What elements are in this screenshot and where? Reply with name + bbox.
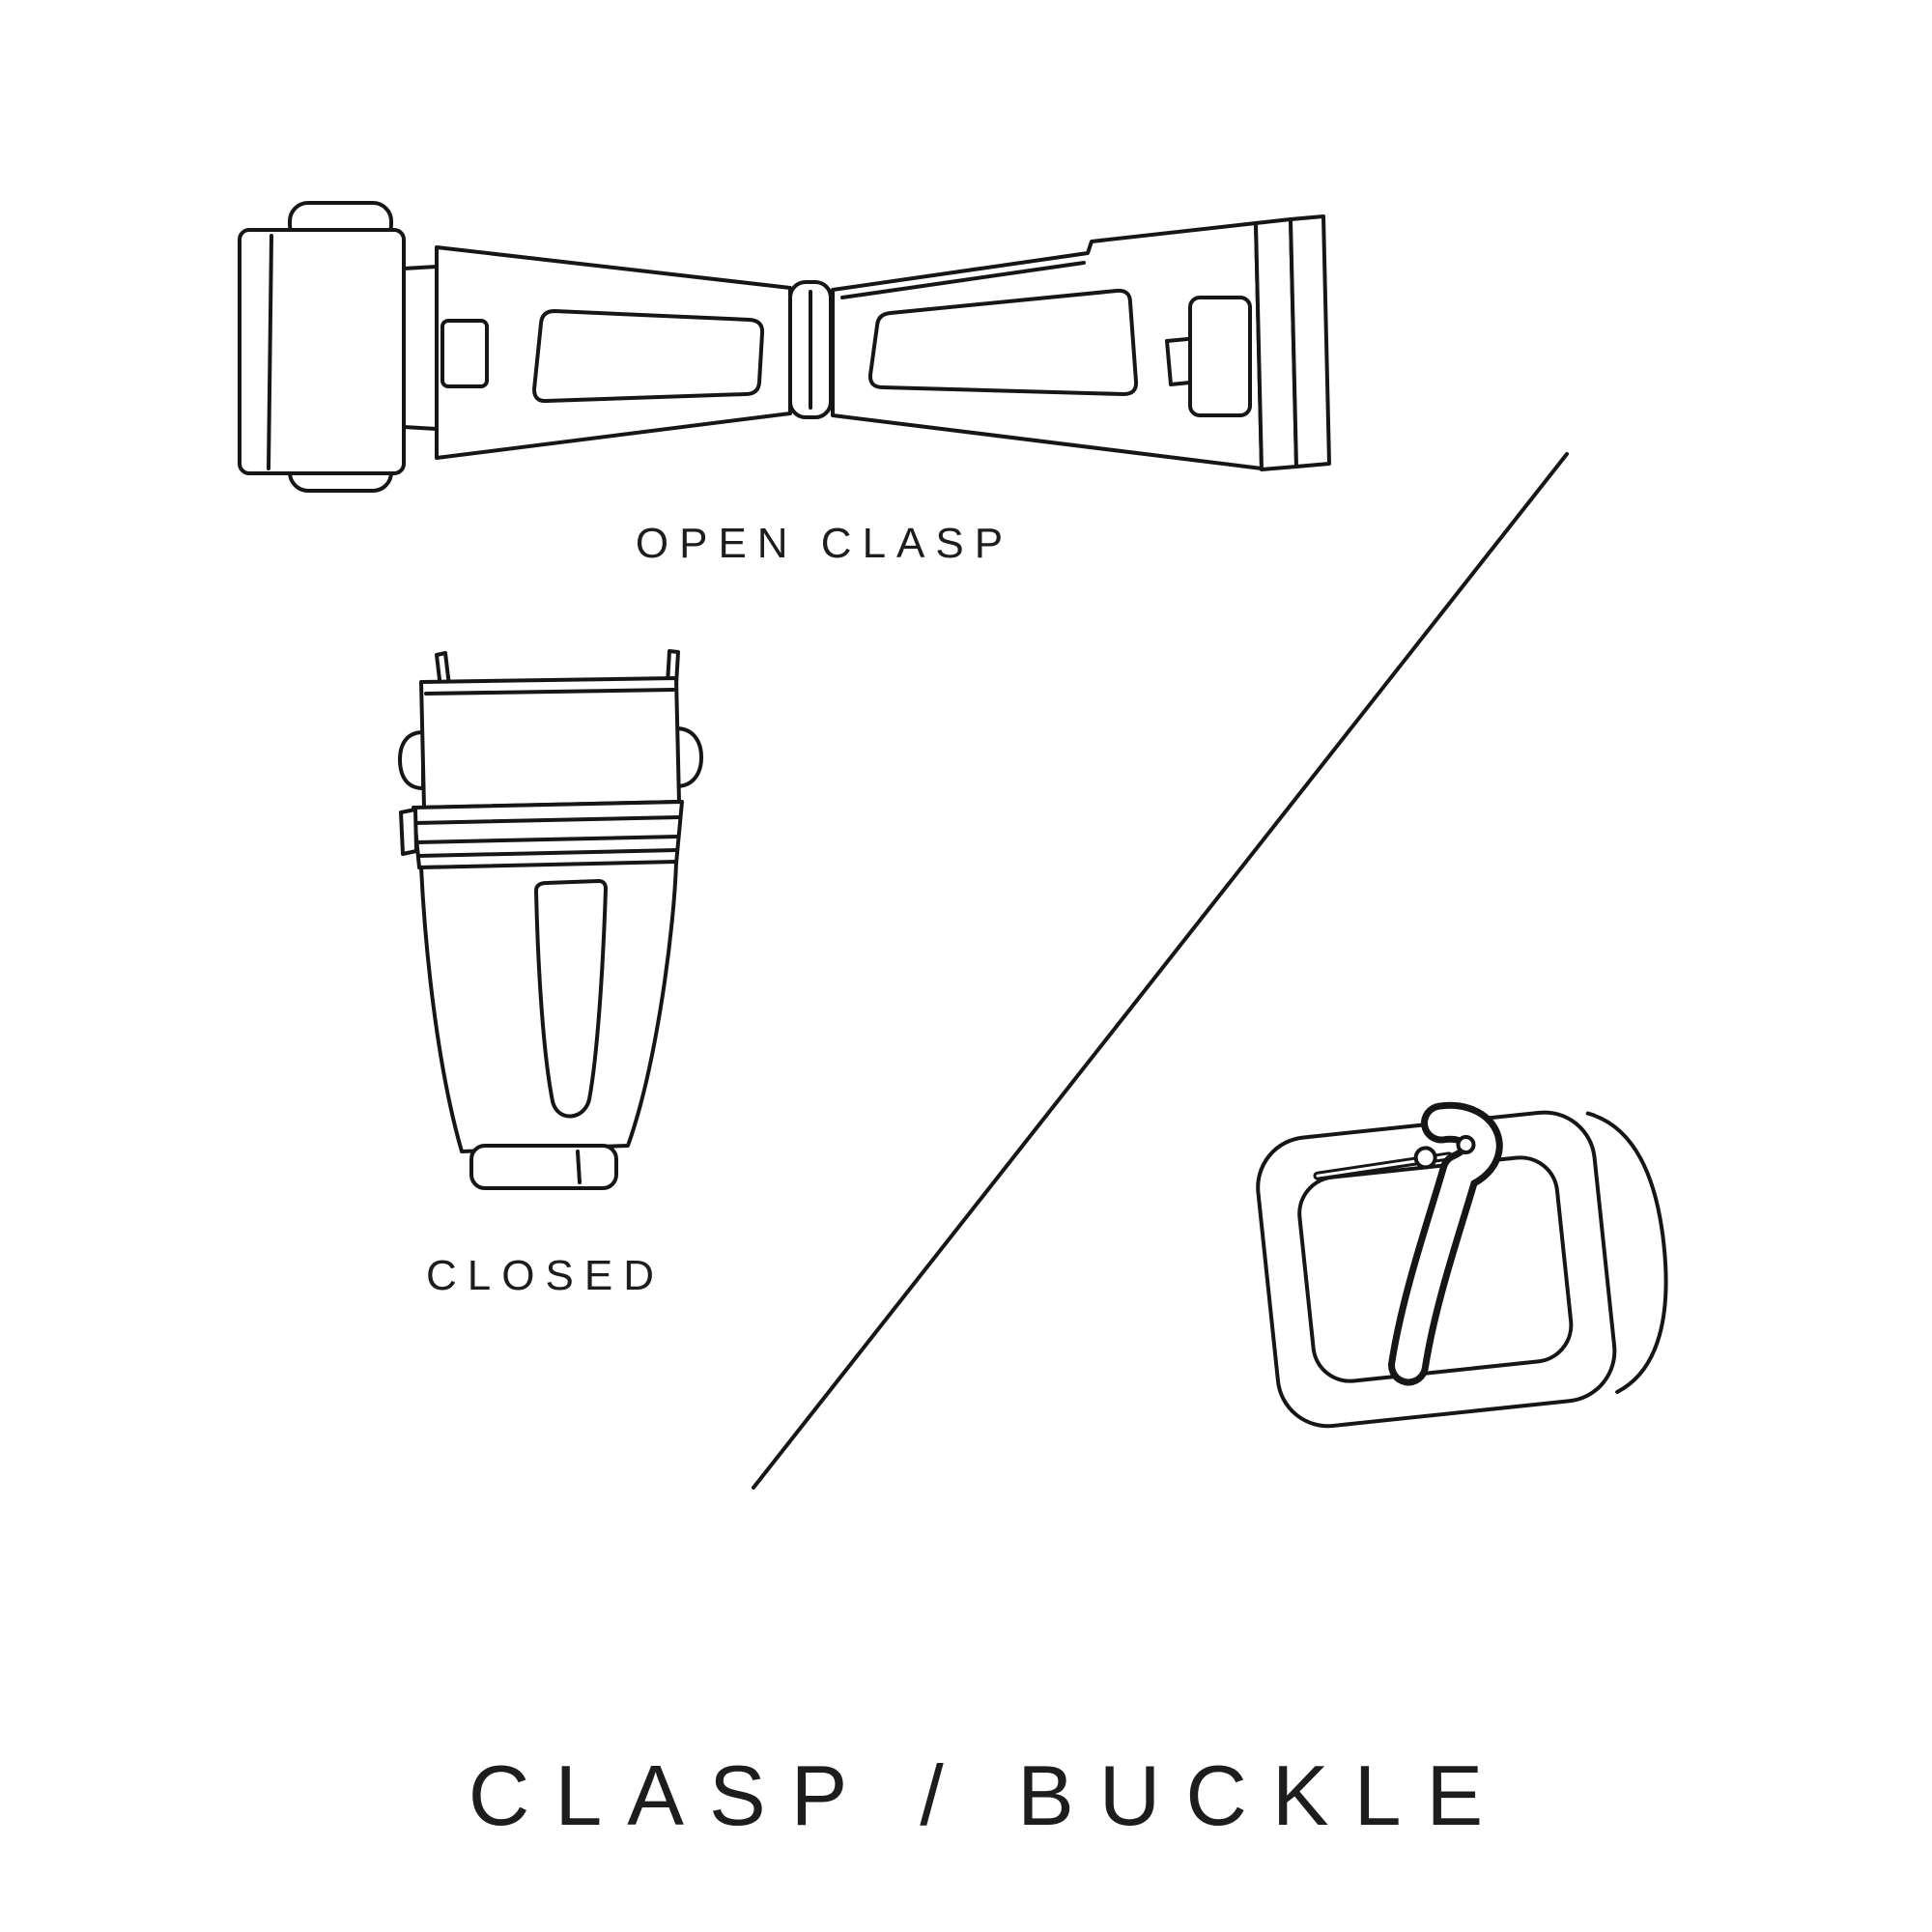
page-title: CLASP / BUCKLE — [468, 1747, 1509, 1843]
divider-line — [752, 452, 1569, 1490]
closed-clasp-illustration — [398, 649, 703, 1190]
open-clasp-illustration — [238, 201, 1331, 493]
buckle-illustration — [1256, 1101, 1668, 1429]
closed-clasp-label: CLOSED — [426, 1252, 665, 1299]
open-clasp-label: OPEN CLASP — [635, 520, 1014, 567]
